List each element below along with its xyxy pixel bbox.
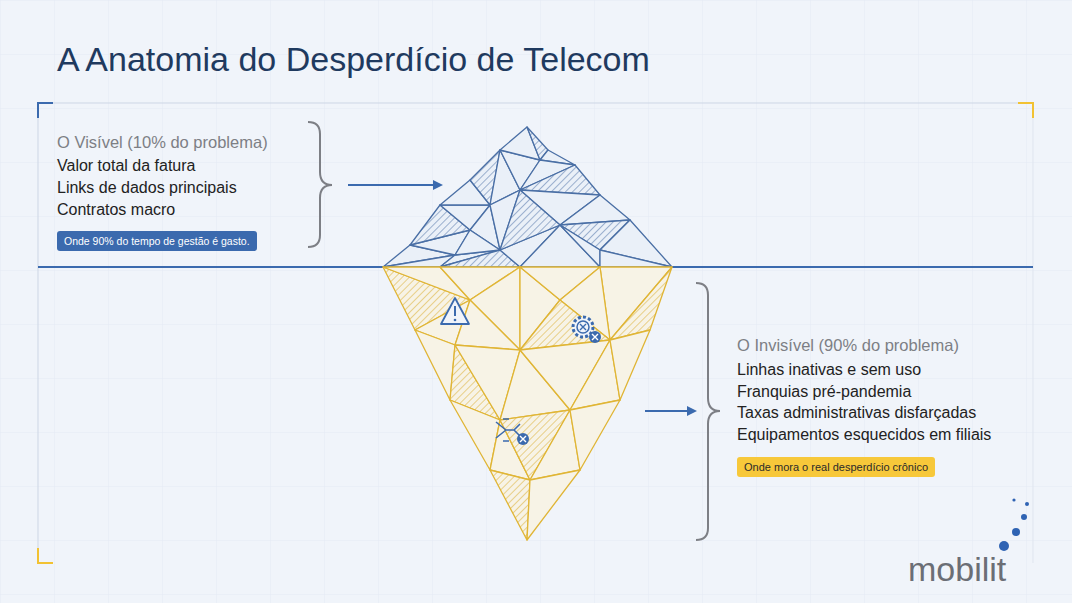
iceberg-facet <box>610 330 650 400</box>
highlight-badge: Onde mora o real desperdício crônico <box>737 457 935 477</box>
iceberg-facet <box>600 250 672 267</box>
iceberg-facet <box>500 190 560 250</box>
logo-text: mobilit <box>908 550 1006 589</box>
iceberg-facet <box>415 330 455 400</box>
gear-icon <box>573 317 601 343</box>
iceberg-facet <box>600 220 672 267</box>
curly-bracket <box>696 283 720 540</box>
curly-bracket <box>308 122 332 247</box>
iceberg-facet <box>570 400 620 470</box>
highlight-badge: Onde 90% do tempo de gestão é gasto. <box>57 231 257 251</box>
logo-dots <box>999 498 1029 551</box>
frame-corner <box>1018 103 1033 118</box>
iceberg-facet <box>560 225 600 267</box>
section-heading: O Visível (10% do problema) <box>57 133 268 152</box>
iceberg-facet <box>527 470 580 540</box>
list-item: Links de dados principais <box>57 179 237 197</box>
iceberg-facet <box>490 470 530 540</box>
frame-corner <box>38 548 53 563</box>
iceberg-facet <box>455 300 520 350</box>
frame-corner <box>38 103 53 118</box>
iceberg-facet <box>600 267 672 340</box>
frame-line <box>1033 103 1034 563</box>
pointer-arrow <box>645 406 697 416</box>
list-item: Contratos macro <box>57 201 175 219</box>
merge-icon <box>496 419 529 445</box>
frame-line <box>38 103 1033 104</box>
diagram-title: A Anatomia do Desperdício de Telecom <box>57 40 650 79</box>
section-heading: O Invisível (90% do problema) <box>737 336 959 355</box>
list-item: Franquias pré-pandemia <box>737 383 911 401</box>
pointer-arrow <box>348 180 443 190</box>
frame-line <box>38 103 39 563</box>
list-item: Linhas inativas e sem uso <box>737 361 921 379</box>
warning-icon <box>441 298 469 324</box>
badge-text: Onde 90% do tempo de gestão é gasto. <box>64 235 250 247</box>
iceberg-facet <box>520 300 610 350</box>
iceberg-facet <box>455 230 500 255</box>
iceberg-mesh <box>383 127 672 540</box>
iceberg-facet <box>610 267 672 340</box>
list-item: Equipamentos esquecidos em filiais <box>737 426 991 444</box>
list-item: Taxas administrativas disfarçadas <box>737 404 976 422</box>
badge-text: Onde mora o real desperdício crônico <box>744 461 928 473</box>
list-item: Valor total da fatura <box>57 157 195 175</box>
